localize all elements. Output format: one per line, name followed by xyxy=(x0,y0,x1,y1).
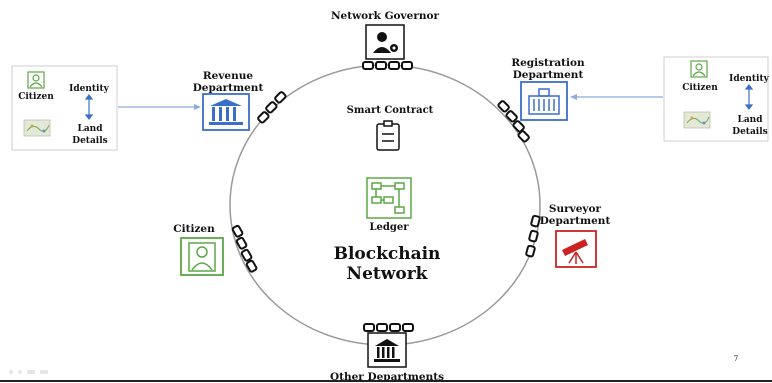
network-governor-node: Network Governor xyxy=(331,10,440,70)
slide-toolbar-faint xyxy=(9,370,48,374)
telescope-icon xyxy=(562,239,588,264)
network-title: Blockchain Network xyxy=(334,244,441,284)
other-departments-node: Other Departments xyxy=(330,323,444,383)
node-connectors-top xyxy=(362,61,413,70)
clipboard-icon xyxy=(376,120,400,151)
right-card-land-line1: Land xyxy=(738,115,764,125)
surveyor-label-line1: Surveyor xyxy=(549,203,602,215)
surveyor-department-node: Surveyor Department xyxy=(525,203,611,268)
node-connectors-surveyor xyxy=(525,214,541,258)
smart-contract: Smart Contract xyxy=(347,105,434,151)
network-title-line2: Network xyxy=(347,264,429,284)
registration-label-line1: Registration xyxy=(511,57,585,69)
building-icon xyxy=(528,88,560,115)
right-citizen-card: Citizen Identity Land Details xyxy=(663,56,770,142)
map-icon xyxy=(23,119,51,137)
double-arrow-icon xyxy=(744,84,754,110)
double-arrow-icon xyxy=(84,94,94,120)
left-citizen-card: Citizen Identity Land Details xyxy=(11,65,118,151)
registration-label-line2: Department xyxy=(513,69,584,81)
right-card-identity-label: Identity xyxy=(729,74,770,84)
left-card-land-line2: Details xyxy=(72,136,107,146)
flowchart-icon xyxy=(366,177,412,219)
citizen-node-label: Citizen xyxy=(173,223,215,235)
user-gear-icon xyxy=(373,32,398,53)
ledger: Ledger xyxy=(366,177,412,233)
revenue-department-node: Revenue Department xyxy=(193,70,287,131)
revenue-label-line2: Department xyxy=(193,82,264,94)
network-governor-label: Network Governor xyxy=(331,10,440,22)
node-connectors-revenue xyxy=(257,91,287,124)
revenue-label-line1: Revenue xyxy=(203,70,253,82)
right-card-citizen-label: Citizen xyxy=(682,83,718,93)
right-card-land-line2: Details xyxy=(732,127,767,137)
node-connectors-registration xyxy=(497,100,530,143)
left-card-to-revenue-arrow xyxy=(118,104,201,110)
page-number: 7 xyxy=(734,355,738,363)
smart-contract-label: Smart Contract xyxy=(347,105,434,116)
person-icon xyxy=(188,242,216,272)
node-connectors-citizen xyxy=(231,224,258,273)
network-title-line1: Blockchain xyxy=(334,244,441,264)
ledger-label: Ledger xyxy=(369,222,409,233)
government-building-icon xyxy=(374,339,400,362)
person-icon xyxy=(690,60,708,78)
left-card-citizen-label: Citizen xyxy=(18,92,54,102)
node-connectors-bottom xyxy=(363,323,414,332)
person-icon xyxy=(27,71,45,89)
left-card-identity-label: Identity xyxy=(69,84,110,94)
left-card-land-line1: Land xyxy=(78,124,104,134)
right-card-to-registration-arrow xyxy=(570,94,663,100)
bank-icon xyxy=(209,99,243,125)
registration-department-node: Registration Department xyxy=(497,57,585,143)
citizen-node: Citizen xyxy=(173,223,258,276)
surveyor-label-line2: Department xyxy=(540,215,611,227)
map-icon xyxy=(683,111,711,129)
